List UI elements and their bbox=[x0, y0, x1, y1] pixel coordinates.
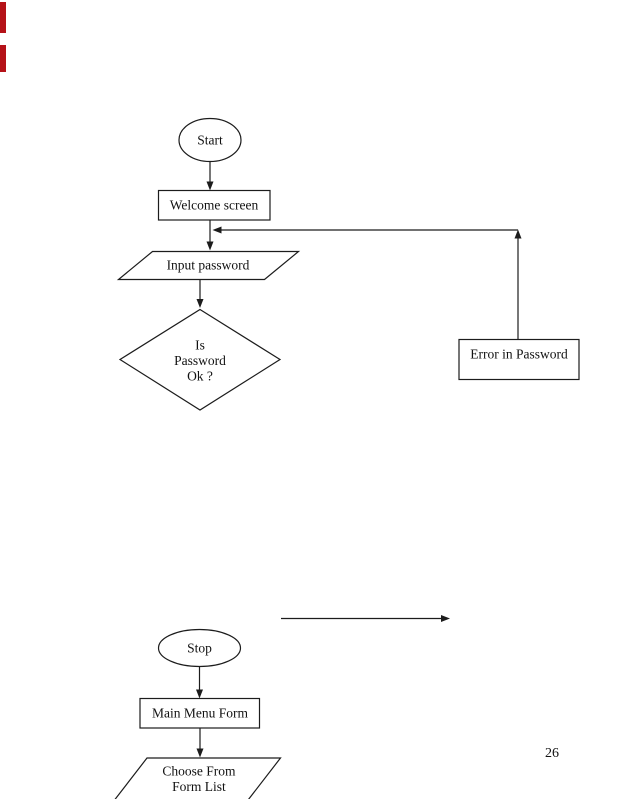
red-edge-mark-bottom bbox=[0, 45, 6, 72]
welcome-screen-process bbox=[157, 189, 271, 221]
connector-input-to-decision bbox=[196, 280, 204, 308]
choose-form-label-line1: Choose From bbox=[162, 764, 236, 779]
arrowhead-up-icon bbox=[514, 229, 522, 239]
arrowhead-down-icon bbox=[196, 748, 204, 758]
connector-stop-to-mainmenu bbox=[196, 666, 203, 699]
arrowhead-down-icon bbox=[206, 241, 214, 251]
main-menu-form-label: Main Menu Form bbox=[152, 706, 248, 721]
standalone-right-arrow bbox=[281, 615, 450, 622]
red-edge-marks bbox=[0, 2, 6, 72]
error-in-password-label: Error in Password bbox=[470, 347, 568, 362]
arrowhead-down-icon bbox=[196, 689, 203, 699]
decision-label-line2: Password bbox=[174, 353, 226, 368]
decision-label-line1: Is bbox=[195, 338, 205, 353]
main-menu-form-process bbox=[139, 697, 261, 729]
arrowhead-right-icon bbox=[441, 615, 450, 622]
arrowhead-down-icon bbox=[196, 299, 204, 308]
page-number: 26 bbox=[545, 746, 559, 761]
connector-welcome-to-input bbox=[206, 220, 214, 251]
password-decision-diamond bbox=[118, 308, 282, 411]
red-edge-mark-top bbox=[0, 2, 6, 33]
welcome-screen-label: Welcome screen bbox=[170, 198, 259, 213]
choose-form-label-line2: Form List bbox=[172, 779, 226, 794]
connector-mainmenu-to-chooseform bbox=[196, 728, 204, 758]
error-in-password-process bbox=[458, 338, 580, 381]
start-label: Start bbox=[197, 133, 223, 148]
decision-label-line3: Ok ? bbox=[187, 369, 213, 384]
connector-start-to-welcome bbox=[206, 161, 214, 191]
stop-label: Stop bbox=[187, 641, 212, 656]
input-password-label: Input password bbox=[167, 258, 250, 273]
connector-error-feedback bbox=[212, 226, 522, 339]
arrowhead-down-icon bbox=[206, 181, 214, 191]
choose-from-form-list-io bbox=[114, 757, 282, 799]
input-password-io bbox=[116, 250, 301, 281]
arrowhead-left-icon bbox=[212, 226, 222, 234]
